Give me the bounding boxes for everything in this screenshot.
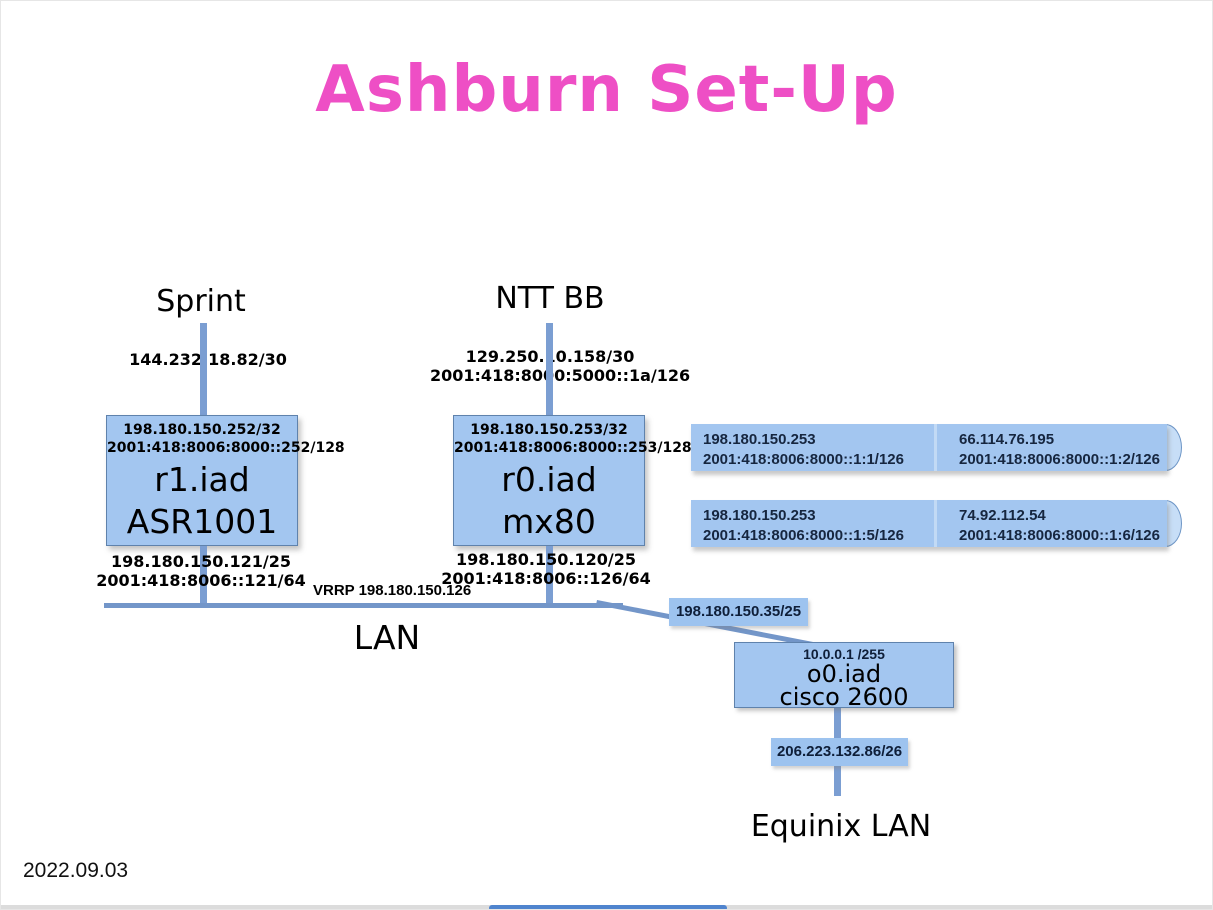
slide-title: Ashburn Set-Up: [315, 53, 898, 127]
tube2-left-ip6: 2001:418:8006:8000::1:5/126: [703, 527, 904, 544]
sprint-uplink-line: [200, 323, 207, 417]
ntt-link-ip6: 2001:418:8000:5000::1a/126: [430, 366, 691, 385]
o0-mgmt-ip: 10.0.0.1 /255: [803, 646, 885, 662]
tube1-right-ips: 66.114.76.195 2001:418:8006:8000::1:2/12…: [959, 430, 1160, 470]
tube2-right-ip6: 2001:418:8006:8000::1:6/126: [959, 527, 1160, 544]
ntt-uplink-line: [546, 323, 553, 417]
r1-loopback-ip6: 2001:418:8006:8000::252/128: [107, 440, 345, 456]
o0-hostname: o0.iad: [806, 660, 882, 688]
tube1-right-ip6: 2001:418:8006:8000::1:2/126: [959, 451, 1160, 468]
r1-lan-ip4: 198.180.150.121/25: [111, 552, 291, 571]
r1-hostname: r1.iad: [154, 460, 250, 499]
r0-hostname: r0.iad: [501, 460, 597, 499]
r1-lan-ip6: 2001:418:8006::121/64: [96, 571, 306, 590]
r0-lan-stub-line: [546, 546, 553, 608]
tube1-left-ip6: 2001:418:8006:8000::1:1/126: [703, 451, 904, 468]
r0-loopback-ip4: 198.180.150.253/32: [470, 422, 628, 438]
router-o0-box: 10.0.0.1 /255 o0.iad cisco 2600: [734, 642, 954, 711]
r0-model: mx80: [502, 502, 596, 541]
tube2-left-ips: 198.180.150.253 2001:418:8006:8000::1:5/…: [703, 506, 904, 546]
r1-model: ASR1001: [126, 502, 278, 541]
r1-lan-stub-line: [200, 546, 207, 608]
sprint-link-ip: 144.232.18.82/30: [129, 350, 287, 369]
equinix-lan-label: Equinix LAN: [750, 809, 932, 844]
lan-label: LAN: [353, 618, 421, 657]
r0-lan-ip4: 198.180.150.120/25: [456, 550, 636, 569]
router-r0-box: 198.180.150.253/32 2001:418:8006:8000::2…: [453, 415, 692, 546]
tube1-body: [691, 424, 1167, 471]
date-stamp: 2022.09.03: [23, 859, 129, 882]
lan-segment-line: [104, 603, 623, 608]
tube1-seam: [934, 424, 937, 471]
router-r1-box: 198.180.150.252/32 2001:418:8006:8000::2…: [106, 415, 345, 546]
r0-lan-ips: 198.180.150.120/25 2001:418:8006::126/64: [436, 550, 656, 588]
equinix-ip-tag: 206.223.132.86/26: [771, 738, 908, 766]
tube1-left-ip4: 198.180.150.253: [703, 431, 816, 448]
tube1-left-ips: 198.180.150.253 2001:418:8006:8000::1:1/…: [703, 430, 904, 470]
horizontal-scrollbar-thumb[interactable]: [489, 905, 727, 909]
vrrp-address-label: VRRP 198.180.150.126: [313, 582, 472, 599]
r1-lan-ips: 198.180.150.121/25 2001:418:8006::121/64: [91, 552, 311, 590]
tube2-seam: [934, 500, 937, 547]
o0-model: cisco 2600: [779, 683, 909, 711]
o0-lan-ip-tag: 198.180.150.35/25: [669, 598, 808, 626]
r1-loopback-ip4: 198.180.150.252/32: [123, 422, 281, 438]
ntt-provider-label: NTT BB: [495, 281, 605, 316]
r0-lan-ip6: 2001:418:8006::126/64: [441, 569, 651, 588]
tube2-left-ip4: 198.180.150.253: [703, 507, 816, 524]
tube2-right-ips: 74.92.112.54 2001:418:8006:8000::1:6/126: [959, 506, 1160, 546]
tube2-body: [691, 500, 1167, 547]
tube1-right-ip4: 66.114.76.195: [959, 431, 1055, 448]
r0-loopback-ip6: 2001:418:8006:8000::253/128: [454, 440, 692, 456]
sprint-provider-label: Sprint: [156, 284, 246, 319]
tube2-right-ip4: 74.92.112.54: [959, 507, 1046, 524]
